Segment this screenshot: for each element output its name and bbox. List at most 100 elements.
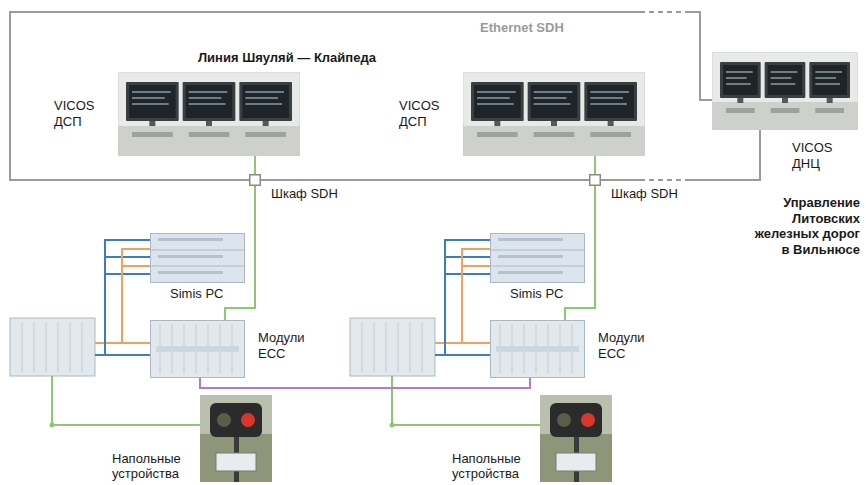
photo-ground bbox=[200, 395, 272, 482]
monitor-stand bbox=[737, 98, 743, 103]
monitor bbox=[239, 82, 292, 121]
node-label: VICOS ДНЦ bbox=[792, 140, 844, 171]
connector-line bbox=[200, 378, 530, 388]
connector bbox=[105, 240, 150, 355]
connector-line bbox=[445, 240, 490, 355]
screen-lines bbox=[726, 72, 753, 84]
monitor-screen bbox=[474, 85, 521, 118]
rack-unit bbox=[158, 271, 223, 274]
dash-gap bbox=[640, 177, 690, 183]
screen-lines bbox=[477, 92, 516, 104]
monitor-screen bbox=[812, 65, 847, 95]
monitor-stand bbox=[263, 121, 269, 126]
monitor-stand bbox=[149, 121, 155, 126]
screen-lines bbox=[189, 92, 228, 104]
connector bbox=[462, 249, 490, 343]
rack-unit bbox=[498, 271, 563, 274]
rack-row bbox=[490, 266, 585, 267]
sdh-cabinet: Шкаф SDH bbox=[589, 174, 601, 186]
monitor bbox=[528, 82, 581, 121]
photo-ground bbox=[118, 72, 300, 156]
edge-label: Ethernet SDH bbox=[478, 20, 566, 36]
connector-line bbox=[10, 12, 712, 180]
connector bbox=[122, 249, 150, 343]
signal-lamp bbox=[557, 413, 571, 427]
cable-dot bbox=[390, 423, 395, 428]
connector-line bbox=[261, 179, 589, 181]
keyboard bbox=[245, 132, 286, 137]
signal-lamp bbox=[217, 413, 231, 427]
keyboard bbox=[132, 132, 173, 137]
ecc-modules: Модули ECC bbox=[150, 320, 245, 378]
rack-body bbox=[491, 234, 585, 283]
signal-lamp-red bbox=[581, 413, 595, 427]
monitor bbox=[471, 82, 524, 121]
monitor-screen bbox=[768, 65, 803, 95]
nap-picture bbox=[200, 395, 272, 482]
dash-gap bbox=[640, 9, 690, 15]
rack-unit bbox=[158, 255, 223, 258]
connector bbox=[595, 156, 596, 174]
rack-row bbox=[490, 250, 585, 251]
node-label: Шкаф SDH bbox=[271, 186, 338, 202]
module-rail bbox=[156, 346, 239, 352]
node-label: Simis PC bbox=[510, 286, 563, 302]
signal-lamp-red bbox=[241, 413, 255, 427]
monitor bbox=[584, 82, 637, 121]
monitor bbox=[720, 62, 761, 98]
photo-ground bbox=[712, 52, 858, 130]
rack-row bbox=[150, 266, 245, 267]
monitor bbox=[183, 82, 236, 121]
signal-plate bbox=[216, 453, 256, 471]
module-stripes bbox=[22, 322, 82, 372]
keyboard bbox=[534, 132, 575, 137]
module-stripes bbox=[362, 322, 422, 372]
module-body bbox=[491, 321, 585, 378]
interlocking-computer: Simis PC bbox=[490, 233, 585, 283]
module-body bbox=[10, 318, 95, 376]
monitor-stand bbox=[827, 98, 833, 103]
rack-row bbox=[150, 250, 245, 251]
monitor-screen bbox=[587, 85, 634, 118]
keyboard bbox=[590, 132, 631, 137]
screen-lines bbox=[590, 92, 629, 104]
keyboard bbox=[477, 132, 518, 137]
connector bbox=[445, 240, 490, 355]
cabinet-square bbox=[590, 175, 601, 186]
photo-ground bbox=[540, 395, 612, 482]
connector bbox=[255, 156, 256, 174]
desk bbox=[712, 102, 858, 130]
workstation-box: VICOS ДСП bbox=[118, 72, 300, 156]
connector bbox=[10, 12, 712, 180]
keyboard bbox=[815, 108, 844, 113]
screen-lines bbox=[815, 72, 842, 84]
node-label: Шкаф SDH bbox=[611, 186, 678, 202]
connector bbox=[261, 180, 589, 181]
monitor-screen bbox=[531, 85, 578, 118]
connector bbox=[200, 378, 530, 388]
monitor-stand bbox=[551, 121, 557, 126]
monitor-screen bbox=[186, 85, 233, 118]
keyboard bbox=[726, 108, 755, 113]
keyboard bbox=[189, 132, 230, 137]
connector-line bbox=[105, 240, 150, 355]
module-body bbox=[350, 318, 435, 376]
cable-dot bbox=[50, 423, 55, 428]
photo-ground bbox=[463, 72, 645, 156]
connector-line bbox=[594, 156, 596, 174]
desk bbox=[463, 126, 645, 156]
screen-lines bbox=[534, 92, 573, 104]
ecc-picture bbox=[150, 320, 245, 378]
monitor-screen bbox=[129, 85, 176, 118]
workstation-box: VICOS ДСП bbox=[463, 72, 645, 156]
desk bbox=[118, 126, 300, 156]
sq-picture bbox=[249, 174, 261, 186]
node-label: Напольные устройства bbox=[452, 451, 532, 482]
monitor bbox=[765, 62, 806, 98]
monitor-screen bbox=[723, 65, 758, 95]
cabinet-square bbox=[250, 175, 261, 186]
node-label: Simis PC bbox=[170, 286, 223, 302]
simis-picture bbox=[150, 233, 245, 283]
vicos-picture bbox=[463, 72, 645, 156]
